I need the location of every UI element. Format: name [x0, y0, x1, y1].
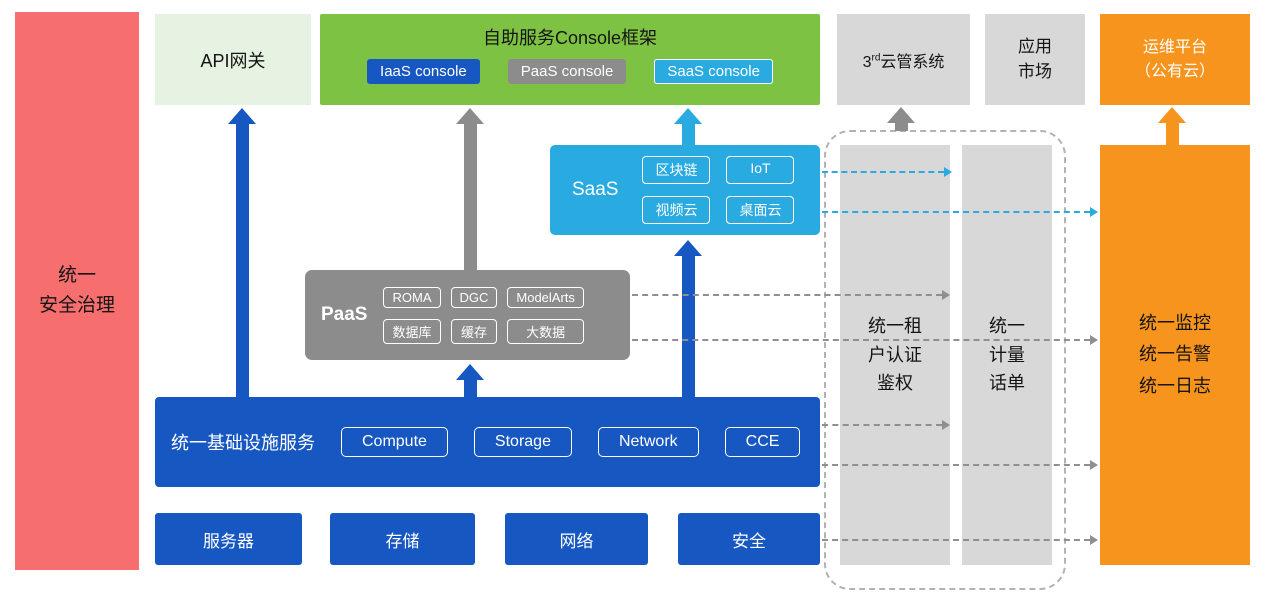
- arrow-saas-to-monitoring: [822, 207, 1098, 217]
- arrow-security-to-monitoring: [822, 535, 1098, 545]
- arrow-head: [674, 108, 702, 124]
- saas-item-blockchain: 区块链: [642, 156, 711, 184]
- paas-items-grid: ROMA DGC ModelArts 数据库 缓存 大数据: [383, 286, 584, 344]
- arrow-infra-to-monitoring: [822, 460, 1098, 470]
- infrastructure-label: 统一基础设施服务: [171, 433, 315, 453]
- iaas-console-button: IaaS console: [367, 59, 480, 84]
- arrow-tip: [1090, 335, 1098, 345]
- paas-item-cache: 缓存: [450, 318, 498, 344]
- arrow-tip: [1090, 207, 1098, 217]
- arrow-saas-to-console: [674, 108, 702, 145]
- foundation-network-box: 网络: [505, 513, 648, 565]
- monitoring-alarm-log-bar: 统一监控 统一告警 统一日志: [1100, 145, 1250, 565]
- saas-label: SaaS: [572, 179, 619, 200]
- arrow-shaft: [681, 124, 695, 145]
- dashed-line: [822, 424, 942, 426]
- arrow-tip: [942, 290, 950, 300]
- paas-console-button: PaaS console: [507, 59, 627, 84]
- foundation-server-box: 服务器: [155, 513, 302, 565]
- saas-items-grid: 区块链 IoT 视频云 桌面云: [642, 156, 795, 224]
- arrow-paas-to-monitoring: [632, 335, 1098, 345]
- saas-item-video-cloud: 视频云: [642, 196, 711, 224]
- saas-box: SaaS 区块链 IoT 视频云 桌面云: [550, 145, 820, 235]
- arrow-head: [887, 107, 915, 123]
- dashed-line: [822, 211, 1090, 213]
- arrow-shaft: [463, 380, 477, 397]
- arrow-infra-to-paas: [456, 364, 484, 397]
- paas-item-dgc: DGC: [450, 286, 498, 308]
- infrastructure-items-row: Compute Storage Network CCE: [341, 427, 801, 457]
- arrow-shaft: [681, 256, 695, 397]
- paas-item-roma: ROMA: [383, 286, 441, 308]
- arrow-tip: [1090, 460, 1098, 470]
- third-party-cloud-mgmt-box: 3rd云管系统: [837, 14, 970, 105]
- foundation-storage-box: 存储: [330, 513, 475, 565]
- om-platform-box: 运维平台 （公有云）: [1100, 14, 1250, 105]
- app-market-box: 应用 市场: [985, 14, 1085, 105]
- arrow-tip: [942, 420, 950, 430]
- arrow-saas-to-metering: [822, 167, 952, 177]
- dashed-line: [822, 464, 1090, 466]
- paas-box: PaaS ROMA DGC ModelArts 数据库 缓存 大数据: [305, 270, 630, 360]
- dashed-line: [632, 294, 942, 296]
- arrow-paas-to-metering: [632, 290, 950, 300]
- dashed-line: [822, 539, 1090, 541]
- infra-item-compute: Compute: [341, 427, 448, 457]
- arrow-head: [674, 240, 702, 256]
- console-framework-box: 自助服务Console框架 IaaS console PaaS console …: [320, 14, 820, 105]
- arrow-infra-to-saas: [674, 240, 702, 397]
- arrow-tip: [944, 167, 952, 177]
- saas-item-desktop-cloud: 桌面云: [726, 196, 795, 224]
- dashed-line: [822, 171, 944, 173]
- console-framework-title: 自助服务Console框架: [482, 28, 658, 48]
- paas-item-bigdata: 大数据: [507, 318, 584, 344]
- infrastructure-box: 统一基础设施服务 Compute Storage Network CCE: [155, 397, 820, 487]
- paas-label: PaaS: [321, 304, 368, 325]
- arrow-shaft: [235, 124, 249, 397]
- infra-item-storage: Storage: [473, 427, 572, 457]
- tenant-auth-bar: 统一租 户认证 鉴权: [840, 145, 950, 565]
- arrow-head: [456, 364, 484, 380]
- dashed-line: [632, 339, 1090, 341]
- arrow-head: [228, 108, 256, 124]
- arrow-tip: [1090, 535, 1098, 545]
- console-buttons-row: IaaS console PaaS console SaaS console: [367, 59, 773, 84]
- saas-item-iot: IoT: [726, 156, 795, 184]
- arrow-head: [456, 108, 484, 124]
- arrow-paas-to-console: [456, 108, 484, 270]
- arrow-head: [1158, 107, 1186, 123]
- arrow-infra-to-metering: [822, 420, 950, 430]
- security-governance-bar: 统一 安全治理: [15, 12, 139, 570]
- arrow-to-third-party-cloud: [887, 107, 915, 131]
- tenant-services-dashed-container: [824, 130, 1066, 590]
- arrow-shaft: [463, 124, 477, 270]
- arrow-shaft: [894, 123, 908, 131]
- metering-billing-bar: 统一 计量 话单: [962, 145, 1052, 565]
- arrow-infra-to-api-gateway: [228, 108, 256, 397]
- third-party-superscript: rd: [871, 52, 881, 64]
- paas-item-modelarts: ModelArts: [507, 286, 584, 308]
- arrow-shaft: [1165, 123, 1179, 145]
- infra-item-cce: CCE: [724, 427, 801, 457]
- third-party-label: 3rd云管系统: [862, 52, 945, 71]
- infra-item-network: Network: [597, 427, 699, 457]
- foundation-security-box: 安全: [678, 513, 820, 565]
- arrow-monitoring-to-om-platform: [1158, 107, 1186, 145]
- paas-item-database: 数据库: [383, 318, 441, 344]
- api-gateway-box: API网关: [155, 14, 311, 105]
- saas-console-button: SaaS console: [654, 59, 773, 84]
